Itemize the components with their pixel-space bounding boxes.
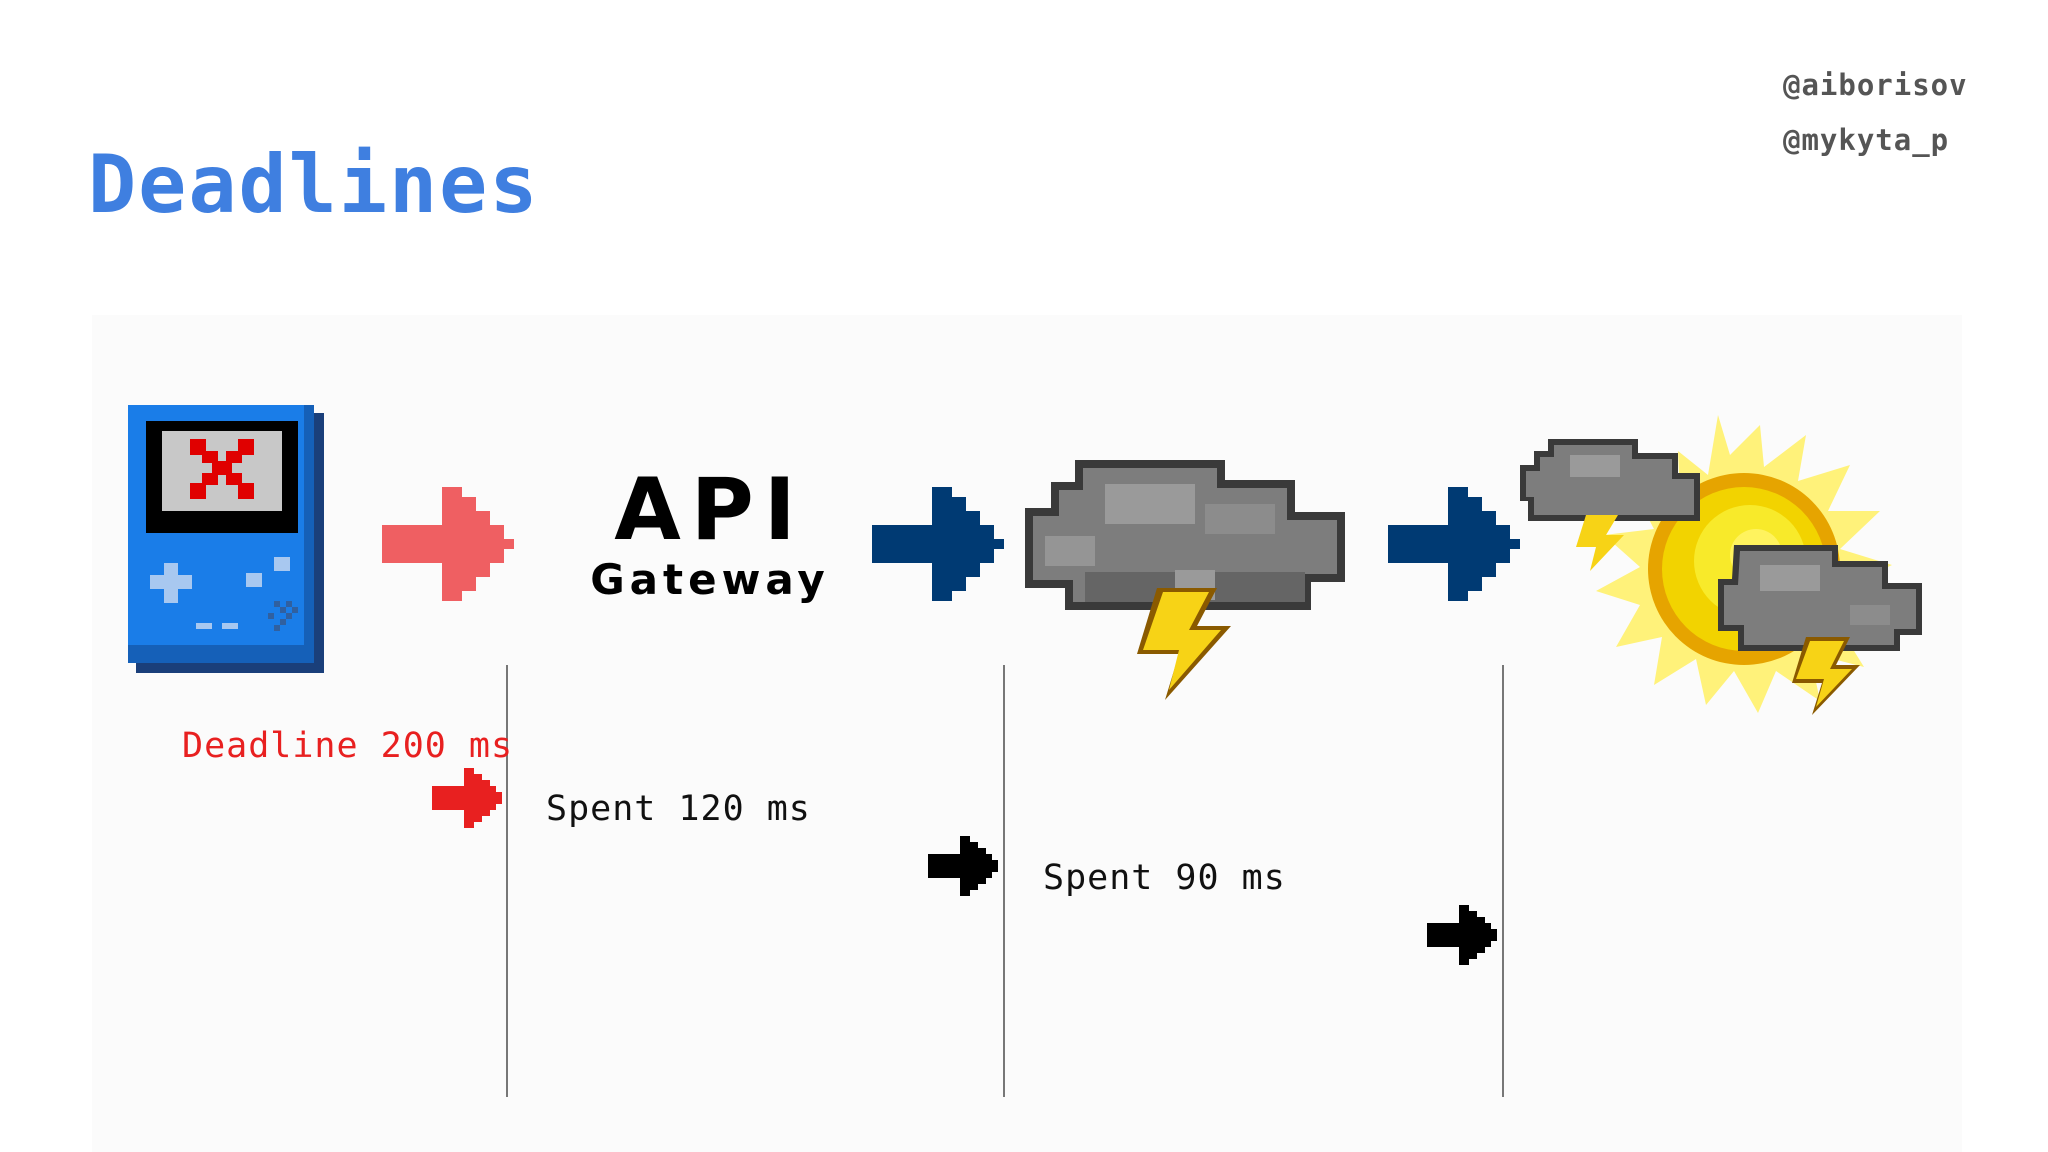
api-gateway-line1: API [614, 460, 806, 560]
timeline-divider [506, 665, 508, 1097]
pixel-arrow-right-icon [1388, 487, 1520, 601]
author-handle: @mykyta_p [1783, 123, 1950, 157]
sun-storm-clouds-icon [1520, 415, 1955, 715]
timeline-divider [1003, 665, 1005, 1097]
slide-title: Deadlines [88, 138, 540, 231]
author-handle: @aiborisov [1783, 68, 1968, 102]
pixel-arrow-right-icon [928, 836, 998, 896]
spent-label: Spent 90 ms [1043, 858, 1286, 898]
storm-cloud-icon [1025, 460, 1345, 700]
game-console-error-icon [128, 405, 324, 673]
spent-label: Spent 120 ms [546, 789, 811, 829]
pixel-arrow-right-icon [432, 768, 502, 828]
author-handles: @aiborisov @mykyta_p [1783, 58, 1968, 168]
deadline-label: Deadline 200 ms [182, 726, 514, 766]
timeline-divider [1502, 665, 1504, 1097]
pixel-arrow-right-icon [382, 487, 514, 601]
pixel-arrow-right-icon [872, 487, 1004, 601]
api-gateway-label: API Gateway [560, 460, 860, 604]
api-gateway-line2: Gateway [590, 555, 830, 604]
pixel-arrow-right-icon [1427, 905, 1497, 965]
